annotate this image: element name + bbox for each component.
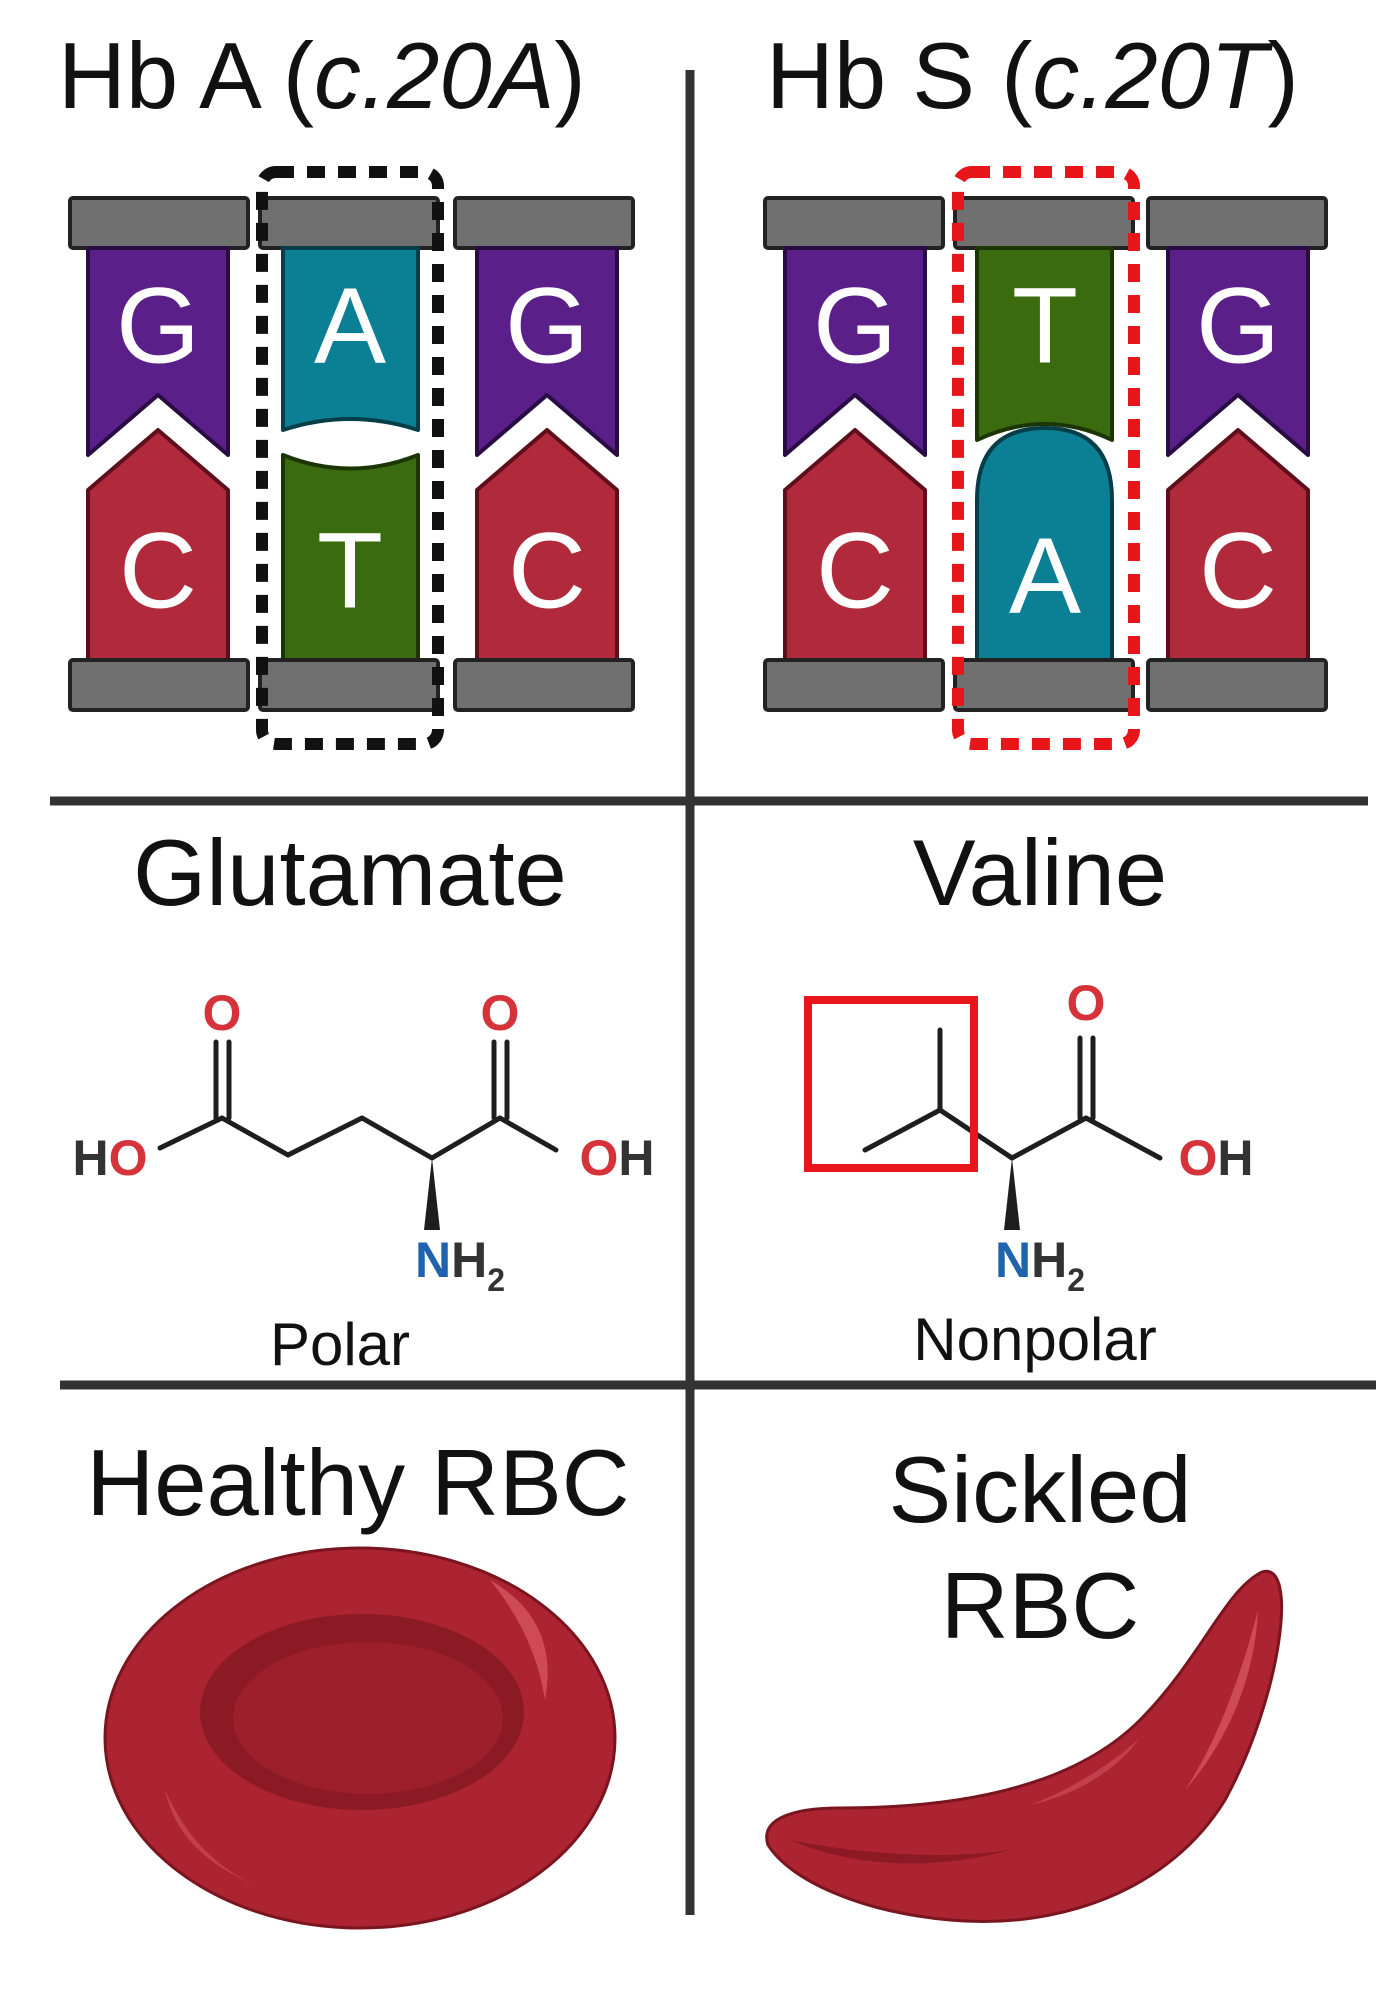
- valine-structure: [862, 1027, 1163, 1161]
- sickled-rbc-label-line2: RBC: [941, 1553, 1139, 1658]
- highlight-box-mutant: [952, 166, 1140, 750]
- dna-mutant: G T G C A C: [763, 166, 1328, 750]
- base-a-shape: [281, 246, 420, 432]
- base-g4-shape: [1166, 246, 1310, 457]
- glu-atom-o-left: O: [203, 985, 242, 1041]
- base-letter-c3: C: [816, 510, 894, 631]
- backbone-top-5: [953, 196, 1135, 250]
- backbone-bottom-3: [453, 658, 635, 712]
- dna-normal: G A G C T C: [68, 166, 635, 750]
- base-letter-a2: A: [1009, 515, 1081, 636]
- base-letter-g: G: [116, 265, 200, 386]
- backbone-bottom-1: [68, 658, 250, 712]
- healthy-rbc-label: Healthy RBC: [86, 1430, 629, 1535]
- base-letter-c2: C: [508, 510, 586, 631]
- valine-label: Valine: [913, 820, 1167, 925]
- backbone-top-1: [68, 196, 250, 250]
- val-amine: NH2: [995, 1232, 1085, 1298]
- sickled-rbc: [765, 1569, 1284, 1923]
- val-atom-o: O: [1067, 975, 1106, 1031]
- base-letter-t: T: [317, 510, 383, 631]
- base-g3-shape: [783, 246, 927, 457]
- valine-wedge-bond: [1004, 1158, 1020, 1230]
- glu-amine: NH2: [415, 1232, 505, 1298]
- base-letter-a: A: [314, 265, 386, 386]
- base-letter-g2: G: [505, 265, 589, 386]
- polar-label: Polar: [270, 1311, 410, 1378]
- glutamate-label: Glutamate: [133, 820, 567, 925]
- backbone-bottom-2: [258, 658, 440, 712]
- nonpolar-label: Nonpolar: [913, 1306, 1157, 1373]
- glutamate-wedge-bond: [424, 1158, 440, 1230]
- glu-hydroxyl-right: OH: [579, 1130, 654, 1186]
- base-letter-g4: G: [1196, 265, 1280, 386]
- base-c3-shape: [783, 428, 927, 662]
- backbone-bottom-6: [1146, 658, 1328, 712]
- base-g-shape: [86, 246, 230, 457]
- base-letter-c4: C: [1199, 510, 1277, 631]
- base-a2-shape: [975, 426, 1114, 662]
- sickled-rbc-label-line1: Sickled: [888, 1437, 1191, 1542]
- healthy-rbc: [103, 1546, 617, 1930]
- backbone-top-6: [1146, 196, 1328, 250]
- glu-hydroxyl-left: HO: [72, 1130, 147, 1186]
- glutamate-structure: [157, 1039, 559, 1161]
- base-letter-g3: G: [813, 265, 897, 386]
- backbone-top-3: [453, 196, 635, 250]
- glu-atom-o-right: O: [481, 985, 520, 1041]
- backbone-top-2: [258, 196, 440, 250]
- base-t-shape: [281, 453, 420, 662]
- base-letter-t2: T: [1012, 265, 1078, 386]
- valine-side-chain-highlight: [804, 996, 978, 1172]
- base-letter-c: C: [119, 510, 197, 631]
- base-c-shape: [86, 428, 230, 662]
- highlight-box-normal: [256, 166, 444, 750]
- backbone-top-4: [763, 196, 945, 250]
- val-hydroxyl: OH: [1178, 1130, 1253, 1186]
- base-t2-shape: [975, 246, 1114, 442]
- base-c4-shape: [1166, 428, 1310, 662]
- backbone-bottom-4: [763, 658, 945, 712]
- hbs-label: Hb S (c.20T): [766, 23, 1299, 128]
- hba-label: Hb A (c.20A): [58, 23, 586, 128]
- backbone-bottom-5: [953, 658, 1135, 712]
- base-c2-shape: [475, 428, 619, 662]
- base-g2-shape: [475, 246, 619, 457]
